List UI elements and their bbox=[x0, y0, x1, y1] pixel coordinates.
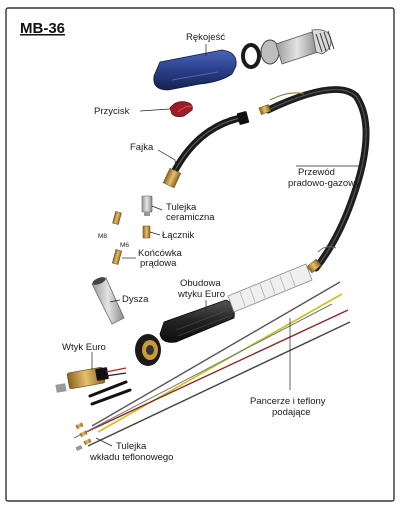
neck-label: Fajka bbox=[130, 142, 154, 153]
black-tube-parts bbox=[88, 380, 132, 406]
diffuser-part bbox=[141, 195, 153, 216]
tip-label-line2: prądowa bbox=[140, 258, 177, 269]
page-title: MB-36 bbox=[20, 20, 65, 37]
liners-label: Pancerze i teflony bbox=[250, 396, 326, 407]
cable-label-line2: pradowo-gazowy bbox=[288, 178, 360, 189]
euro-housing-label: Obudowa bbox=[180, 278, 221, 289]
nozzle-part bbox=[91, 277, 125, 325]
cable-wire-top bbox=[269, 92, 305, 101]
connector-label: Łącznik bbox=[162, 230, 194, 241]
euro-plug-label: Wtyk Euro bbox=[62, 342, 106, 353]
m8-label: M8 bbox=[98, 233, 107, 240]
trigger-part bbox=[169, 101, 193, 118]
euro-plug-part bbox=[55, 367, 127, 393]
cable-fitting-top bbox=[258, 104, 272, 115]
diagram-frame bbox=[5, 7, 395, 502]
handle-ring-parts bbox=[241, 29, 335, 69]
tip-m8-part bbox=[112, 211, 122, 225]
diffuser-label: Tulejka bbox=[166, 202, 197, 213]
nozzle-label: Dysza bbox=[122, 294, 149, 305]
diffuser-label-line2: ceramiczna bbox=[166, 212, 215, 223]
cable-fitting-bottom bbox=[306, 258, 322, 274]
euro-housing-part bbox=[159, 299, 235, 343]
connector-part bbox=[142, 225, 151, 239]
neck-part bbox=[162, 111, 250, 189]
liner-sleeve-label-line2: wkładu teflonowego bbox=[89, 452, 173, 463]
tip-m6-part bbox=[111, 249, 123, 265]
cable-wire-bottom bbox=[317, 246, 337, 253]
tip-label: Końcówka bbox=[138, 248, 183, 259]
leader-lines bbox=[91, 44, 360, 447]
liner-sleeve-label: Tulejka bbox=[116, 441, 147, 452]
euro-nut-part bbox=[135, 334, 161, 366]
liners-label-line2: podające bbox=[272, 407, 311, 418]
liner-parts bbox=[73, 281, 351, 447]
cable-label: Przewód bbox=[298, 167, 335, 178]
handle-label: Rękojeść bbox=[186, 32, 225, 43]
cable-hose-highlight bbox=[267, 89, 367, 269]
trigger-label: Przycisk bbox=[94, 106, 130, 117]
euro-spring-part bbox=[227, 263, 313, 313]
m6-label: M6 bbox=[120, 242, 129, 249]
liner-sleeve-parts bbox=[75, 422, 92, 452]
handle-part bbox=[153, 49, 237, 91]
euro-housing-label-line2: wtyku Euro bbox=[177, 289, 225, 300]
